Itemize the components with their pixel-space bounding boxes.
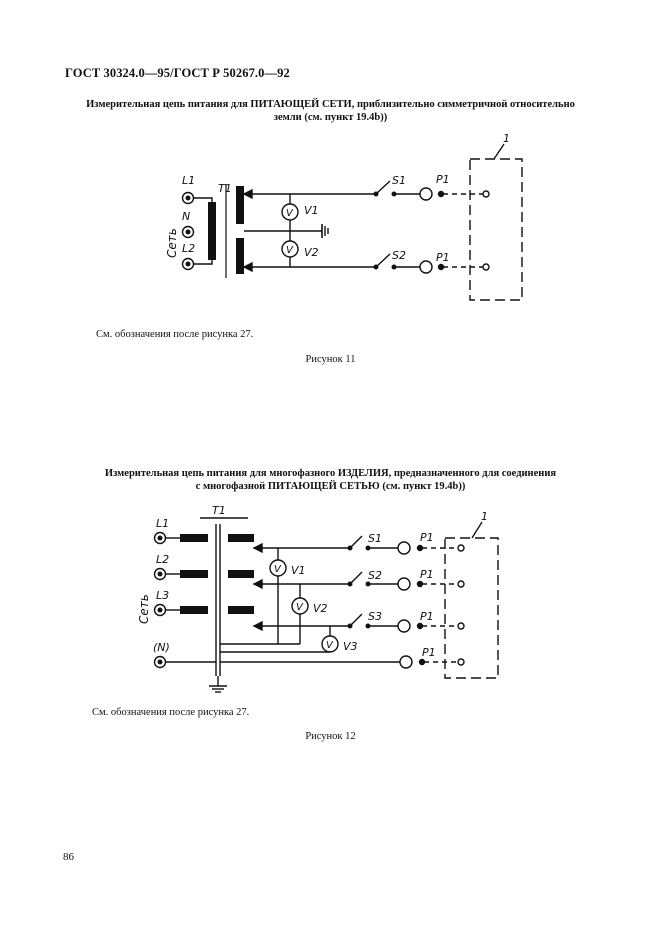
voltmeter-v2-glyph: V: [286, 245, 294, 256]
label-n: (N): [153, 641, 170, 654]
label-s1: S1: [368, 532, 382, 545]
figure-12-caption-line-2: с многофазной ПИТАЮЩЕЙ СЕТЬЮ (см. пункт …: [195, 481, 466, 492]
label-v3: V3: [343, 640, 358, 653]
label-v2: V2: [313, 602, 328, 615]
page-number: 86: [63, 851, 74, 863]
label-l1: L1: [182, 174, 195, 187]
switch-s1: [375, 180, 391, 195]
terminal-l2: [181, 257, 195, 271]
label-p1-4: P1: [422, 646, 436, 659]
label-s2: S2: [392, 249, 406, 262]
label-p1-2: P1: [420, 568, 434, 581]
figure-12-caption-line-1: Измерительная цепь питания для многофазн…: [104, 468, 557, 479]
figure-11-note: См. обозначения после рисунка 27.: [96, 329, 254, 340]
label-s3: S3: [368, 610, 382, 623]
label-t1: T1: [218, 182, 232, 195]
document-header: ГОСТ 30324.0—95/ГОСТ Р 50267.0—92: [65, 66, 290, 80]
equipment-box: [469, 158, 523, 301]
label-item-1: 1: [481, 510, 488, 523]
figure-11-caption: Измерительная цепь питания для ПИТАЮЩЕЙ …: [70, 98, 591, 124]
voltmeter-v3-glyph: V: [326, 640, 334, 651]
terminal-n: [181, 225, 195, 239]
figure-12-label: Рисунок 12: [305, 731, 356, 742]
label-mains: Сеть: [165, 228, 179, 258]
label-p1-1: P1: [420, 531, 434, 544]
label-l2: L2: [182, 242, 195, 255]
transformer-secondary-winding-upper: [236, 186, 244, 224]
label-v1: V1: [304, 204, 319, 217]
label-mains: Сеть: [137, 594, 151, 624]
label-v1: V1: [291, 564, 306, 577]
label-p1-upper: P1: [436, 173, 450, 186]
plug-p1-lower: [419, 260, 433, 274]
label-l2: L2: [156, 553, 169, 566]
label-item-1: 1: [503, 132, 510, 145]
label-p1-lower: P1: [436, 251, 450, 264]
label-s2: S2: [368, 569, 382, 582]
transformer-secondary-winding-lower: [236, 238, 244, 274]
label-l3: L3: [156, 589, 169, 602]
label-l1: L1: [156, 517, 169, 530]
plug-p1-upper: [419, 187, 433, 201]
figure-12-note: См. обозначения после рисунка 27.: [92, 707, 250, 718]
label-p1-3: P1: [420, 610, 434, 623]
voltmeter-v2-glyph: V: [296, 602, 304, 613]
transformer-primary-winding: [208, 202, 216, 260]
figure-11-caption-line-2: земли (см. пункт 19.4b)): [273, 112, 388, 123]
figure-12-caption: Измерительная цепь питания для многофазн…: [70, 467, 591, 493]
label-t1: T1: [212, 504, 226, 517]
voltmeter-v1-glyph: V: [274, 564, 282, 575]
switch-s2: [375, 253, 391, 268]
figure-11-caption-line-1: Измерительная цепь питания для ПИТАЮЩЕЙ …: [86, 99, 575, 110]
label-n: N: [182, 210, 190, 223]
terminal-l1: [181, 191, 195, 205]
voltmeter-v1-glyph: V: [286, 208, 294, 219]
label-v2: V2: [304, 246, 319, 259]
figure-11-label: Рисунок 11: [305, 354, 356, 365]
label-s1: S1: [392, 174, 406, 187]
